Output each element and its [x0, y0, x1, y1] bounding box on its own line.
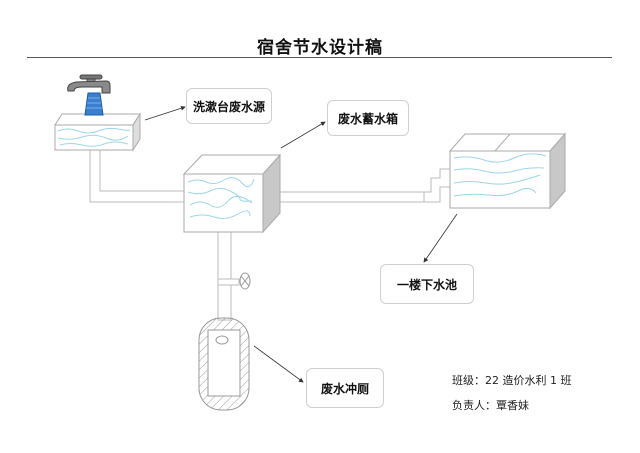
toilet-tank-icon [198, 317, 250, 411]
pipe-washbasin-to-tank [89, 149, 186, 203]
callout-washbasin-source: 洗漱台废水源 [186, 88, 272, 124]
ground-floor-pool-box [448, 132, 567, 210]
arrow-to-pool-label [423, 213, 458, 263]
faucet-icon [67, 74, 111, 116]
storage-tank-box [182, 153, 282, 234]
arrow-to-storage-label [280, 121, 326, 149]
pipe-tank-to-toilet [217, 229, 240, 321]
page-title: 宿舍节水设计稿 [257, 38, 383, 58]
class-info: 班级：22 造价水利 1 班 [452, 374, 572, 387]
callout-storage-tank: 废水蓄水箱 [327, 100, 409, 136]
title-divider [27, 57, 612, 58]
callout-ground-floor-pool: 一楼下水池 [380, 264, 474, 304]
pipe-tank-to-upper-tank [275, 168, 451, 203]
callout-toilet-flush: 废水冲厕 [306, 368, 384, 408]
valve-icon[interactable] [239, 272, 251, 290]
arrow-to-washbasin-label [144, 105, 186, 121]
owner-info: 负责人：覃香妹 [452, 399, 529, 412]
arrow-to-toilet-label [253, 345, 304, 383]
washbasin-box [54, 112, 141, 152]
